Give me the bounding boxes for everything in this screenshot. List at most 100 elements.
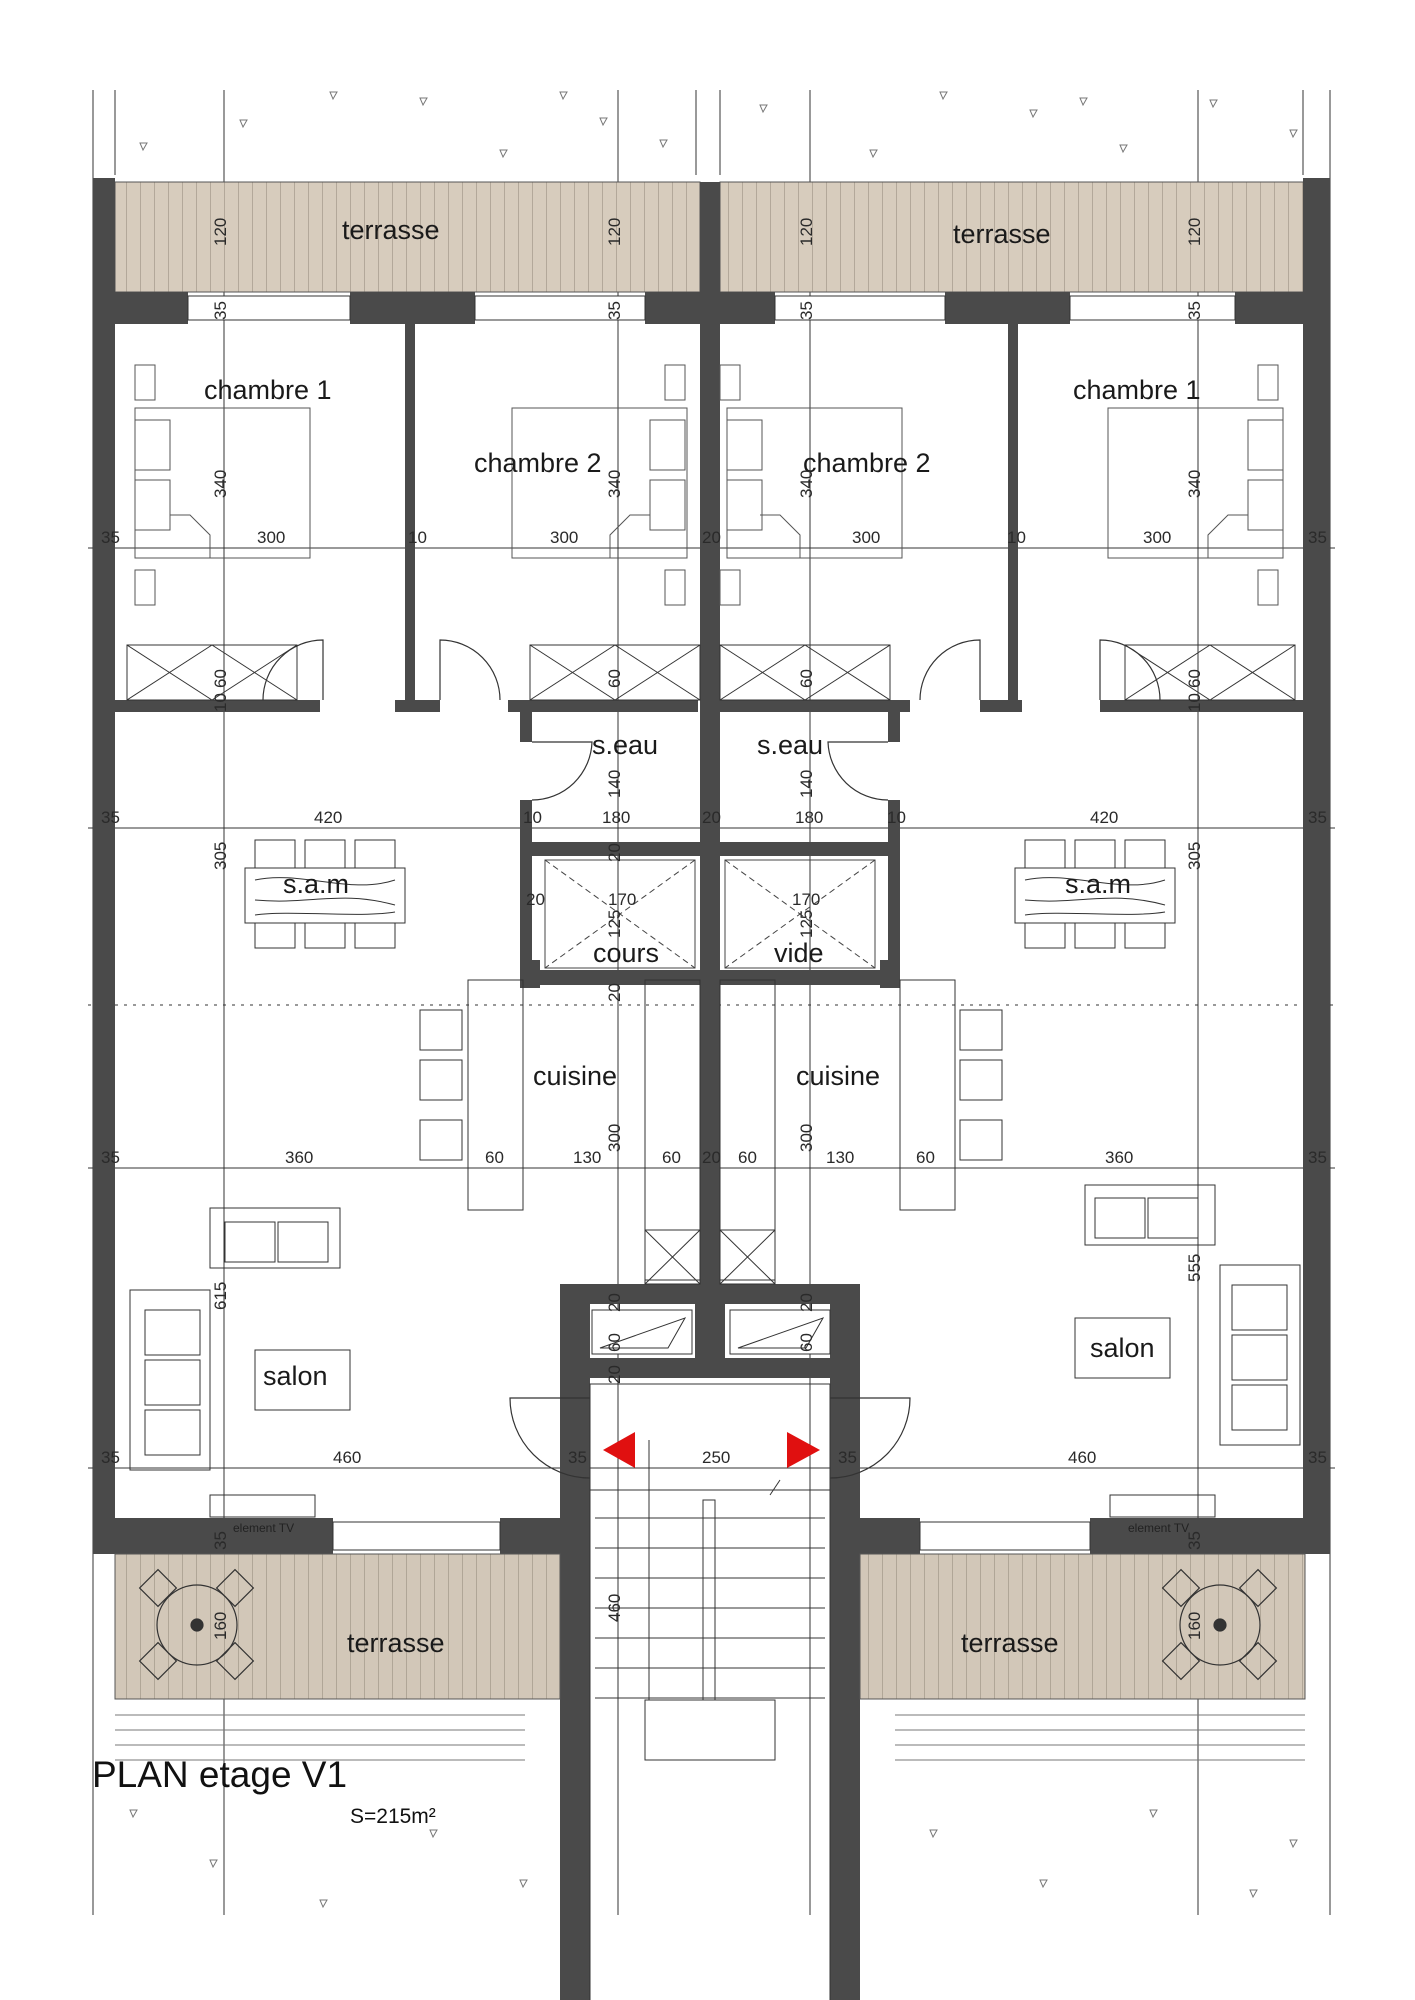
dim-305-a: 305	[211, 842, 230, 870]
staircase	[589, 1383, 831, 2000]
dim-340-b: 340	[605, 470, 624, 498]
label-salon-left: salon	[263, 1361, 328, 1391]
dim-420-b: 420	[1090, 808, 1118, 827]
label-vide: vide	[774, 938, 824, 968]
stair-arrows	[603, 1432, 820, 1468]
label-cuisine-left: cuisine	[533, 1061, 617, 1091]
dim-130-b: 130	[826, 1148, 854, 1167]
label-element-tv-left: element TV	[233, 1521, 294, 1535]
dim-300-d: 300	[1143, 528, 1171, 547]
label-terrasse-top-left: terrasse	[342, 215, 440, 245]
dim-35-left-3: 35	[101, 1148, 120, 1167]
dim-60-wardrobe-d: 60	[1185, 669, 1204, 688]
dim-360-a: 360	[285, 1148, 313, 1167]
dim-20-f: 20	[702, 1148, 721, 1167]
dim-340-d: 340	[1185, 470, 1204, 498]
label-chambre-1-left: chambre 1	[204, 375, 332, 405]
kitchens	[419, 979, 1003, 1285]
dim-160-a: 160	[211, 1612, 230, 1640]
label-seau-right: s.eau	[757, 730, 823, 760]
terrace-bottom-right	[859, 1553, 1306, 1700]
label-chambre-1-right: chambre 1	[1073, 375, 1201, 405]
dim-460-stair: 460	[605, 1594, 624, 1622]
dim-555: 555	[1185, 1254, 1204, 1282]
dim-35-stair-b: 35	[838, 1448, 857, 1467]
dim-35-left-1: 35	[101, 528, 120, 547]
dim-300-c: 300	[852, 528, 880, 547]
dim-160-b: 160	[1185, 1612, 1204, 1640]
dim-60-wardrobe-a: 60	[211, 669, 230, 688]
dim-20-h: 20	[797, 1293, 816, 1312]
dim-35-left-4: 35	[101, 1448, 120, 1467]
dim-60-k1: 60	[485, 1148, 504, 1167]
dim-10-c: 10	[211, 693, 230, 712]
label-cuisine-right: cuisine	[796, 1061, 880, 1091]
terrace-top-right	[719, 181, 1306, 293]
dim-20-d: 20	[526, 890, 545, 909]
dim-300-e: 300	[605, 1124, 624, 1152]
dim-35-stair-a: 35	[568, 1448, 587, 1467]
label-salon-right: salon	[1090, 1333, 1155, 1363]
furniture-beds	[134, 364, 1284, 606]
dim-170-a: 170	[608, 890, 636, 909]
dim-35-right-2: 35	[1308, 808, 1327, 827]
label-chambre-2-left: chambre 2	[474, 448, 602, 478]
dim-140-b: 140	[797, 770, 816, 798]
dim-35-right-1: 35	[1308, 528, 1327, 547]
dim-120-d: 120	[1185, 218, 1204, 246]
dim-250: 250	[702, 1448, 730, 1467]
dim-60-wardrobe-c: 60	[797, 669, 816, 688]
dim-120-c: 120	[797, 218, 816, 246]
dim-60-wardrobe-b: 60	[605, 669, 624, 688]
windows	[187, 295, 1236, 1551]
label-chambre-2-right: chambre 2	[803, 448, 931, 478]
dim-460-a: 460	[333, 1448, 361, 1467]
terrace-top-left	[114, 181, 701, 293]
dim-35-top-d: 35	[1185, 301, 1204, 320]
dim-60-shaft-b: 60	[797, 1333, 816, 1352]
label-sam-left: s.a.m	[283, 869, 349, 899]
dim-300-b: 300	[550, 528, 578, 547]
dim-35-bottom-a: 35	[211, 1531, 230, 1550]
dim-35-top-b: 35	[605, 301, 624, 320]
top-garden	[139, 91, 1298, 159]
courtyards	[544, 859, 876, 969]
label-element-tv-right: element TV	[1128, 1521, 1189, 1535]
dim-360-b: 360	[1105, 1148, 1133, 1167]
dim-340-a: 340	[211, 470, 230, 498]
dim-305-b: 305	[1185, 842, 1204, 870]
dim-10-e: 10	[523, 808, 542, 827]
dim-20-g: 20	[605, 1293, 624, 1312]
dim-460-b: 460	[1068, 1448, 1096, 1467]
dim-180-b: 180	[795, 808, 823, 827]
label-terrasse-top-right: terrasse	[953, 219, 1051, 249]
terrace-bottom-left	[114, 1553, 561, 1700]
plan-title: PLAN etage V1	[92, 1754, 347, 1795]
sofas	[129, 1184, 1301, 1518]
dim-340-c: 340	[797, 470, 816, 498]
dim-420-a: 420	[314, 808, 342, 827]
dim-35-top-c: 35	[797, 301, 816, 320]
dim-10-f: 10	[887, 808, 906, 827]
walls	[93, 178, 1330, 2000]
dim-20-c: 20	[605, 843, 624, 862]
dimension-labels: 120 120 120 120 35 35 35 35 340 340 340 …	[101, 218, 1327, 1640]
dim-10-d: 10	[1185, 693, 1204, 712]
dim-20-a: 20	[702, 528, 721, 547]
shaft-units	[591, 1309, 831, 1355]
label-terrasse-bottom-left: terrasse	[347, 1628, 445, 1658]
dim-170-b: 170	[792, 890, 820, 909]
dim-615: 615	[211, 1282, 230, 1310]
room-labels: terrasse terrasse chambre 1 chambre 2 ch…	[204, 215, 1201, 1658]
dim-60-shaft-a: 60	[605, 1333, 624, 1352]
dim-35-bottom-b: 35	[1185, 1531, 1204, 1550]
dim-300-f: 300	[797, 1124, 816, 1152]
dim-300-a: 300	[257, 528, 285, 547]
dim-20-e: 20	[605, 983, 624, 1002]
dim-125-b: 125	[797, 910, 816, 938]
doors	[262, 639, 1161, 1479]
label-terrasse-bottom-right: terrasse	[961, 1628, 1059, 1658]
label-sam-right: s.a.m	[1065, 869, 1131, 899]
dim-10-a: 10	[408, 528, 427, 547]
